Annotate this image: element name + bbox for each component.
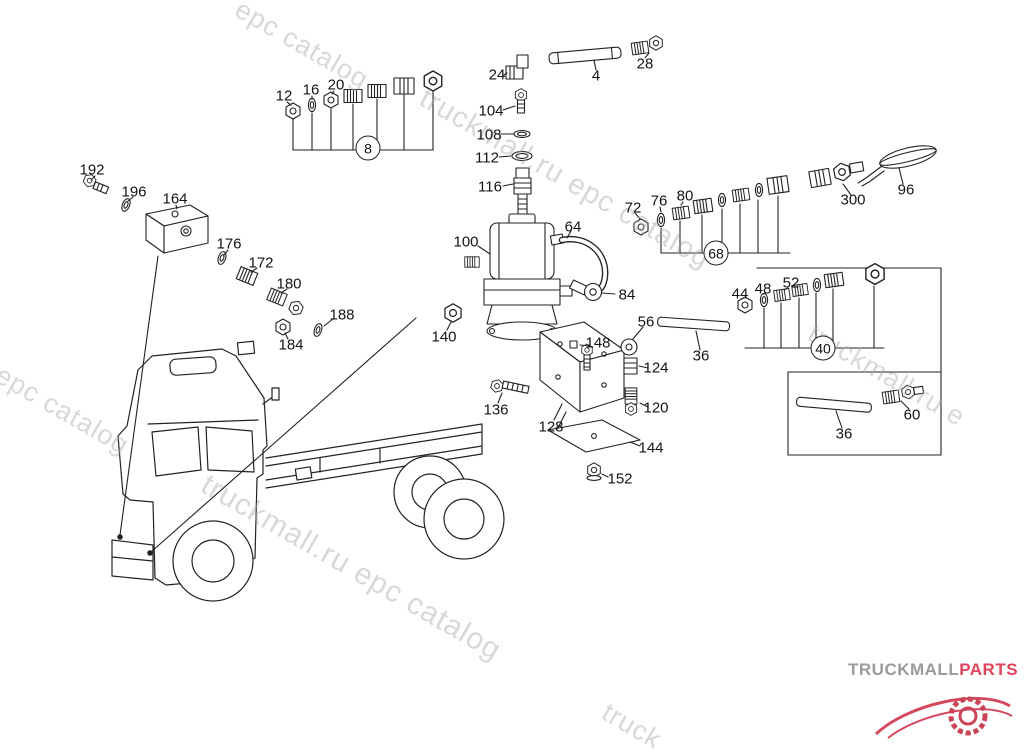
fitting-set-164 (81, 172, 334, 340)
part-number-label: 28 (636, 55, 654, 73)
group-ref-circle-40: 40 (810, 335, 836, 361)
part-number-label: 136 (483, 401, 509, 419)
cable-tie-96 (857, 145, 937, 187)
part-number-label: 44 (731, 285, 749, 303)
fitting-120 (624, 387, 649, 416)
part-number-label: 96 (897, 181, 915, 199)
solenoid-valve-100 (464, 193, 573, 341)
part-number-label: 192 (79, 161, 105, 179)
bracket-plate-144 (547, 411, 641, 453)
valve-top-parts (498, 88, 533, 195)
bolt-148 (569, 340, 593, 371)
part-number-label: 148 (585, 334, 611, 352)
pipe-36-upper (657, 316, 731, 351)
part-number-label: 24 (488, 66, 506, 84)
part-number-label: 188 (329, 306, 355, 324)
part-number-label: 64 (564, 218, 582, 236)
part-number-label: 172 (248, 254, 274, 272)
mounting-bracket-128 (539, 321, 625, 421)
part-number-label: 16 (302, 81, 320, 99)
group-ref-circle-68: 68 (703, 240, 729, 266)
part-number-label: 104 (478, 102, 504, 120)
part-number-label: 84 (618, 286, 636, 304)
location-leader-lines (117, 255, 417, 556)
part-number-label: 36 (835, 425, 853, 443)
part-number-label: 164 (162, 190, 188, 208)
banjo-fitting-84 (569, 279, 616, 302)
part-number-label: 60 (903, 406, 921, 424)
part-number-label: 144 (638, 439, 664, 457)
bolt-136 (489, 377, 530, 404)
part-number-label: 140 (431, 328, 457, 346)
truckmall-logo: TRUCKMALLPARTS (848, 660, 1018, 747)
part-number-label: 196 (121, 183, 147, 201)
part-number-label: 48 (754, 280, 772, 298)
part-number-label: 116 (478, 178, 502, 196)
part-number-label: 56 (637, 313, 655, 331)
part-number-label: 120 (643, 399, 669, 417)
part-number-label: 112 (475, 149, 499, 167)
logo-text-primary: TRUCKMALL (848, 660, 960, 679)
part-number-label: 184 (278, 336, 304, 354)
logo-text: TRUCKMALLPARTS (848, 660, 1018, 680)
part-number-label: 100 (453, 233, 479, 251)
fitting-124 (620, 326, 649, 375)
part-number-label: 300 (840, 191, 866, 209)
truck-chassis-art (111, 340, 505, 602)
part-number-label: 128 (538, 418, 564, 436)
part-number-label: 52 (782, 274, 800, 292)
logo-wheel-icon (874, 696, 1013, 739)
group-ref-circle-8: 8 (355, 135, 381, 161)
hose-assembly-4 (503, 35, 663, 80)
fitting-set-8 (285, 70, 443, 151)
fitting-60 (881, 383, 925, 410)
part-number-label: 4 (591, 67, 601, 85)
pipe-36-lower (795, 396, 872, 429)
part-number-label: 76 (650, 192, 668, 210)
fitting-300 (808, 161, 865, 196)
nut-152 (586, 462, 609, 481)
part-number-label: 152 (607, 470, 633, 488)
part-number-label: 20 (327, 76, 345, 94)
part-number-label: 108 (476, 126, 502, 144)
part-number-label: 80 (676, 187, 694, 205)
part-number-label: 12 (275, 87, 293, 105)
logo-text-accent: PARTS (959, 660, 1019, 679)
part-number-label: 176 (216, 235, 242, 253)
nut-140 (444, 303, 462, 331)
part-number-label: 124 (643, 359, 669, 377)
part-number-label: 180 (276, 275, 302, 293)
part-number-label: 36 (692, 347, 710, 365)
part-number-label: 72 (624, 199, 642, 217)
